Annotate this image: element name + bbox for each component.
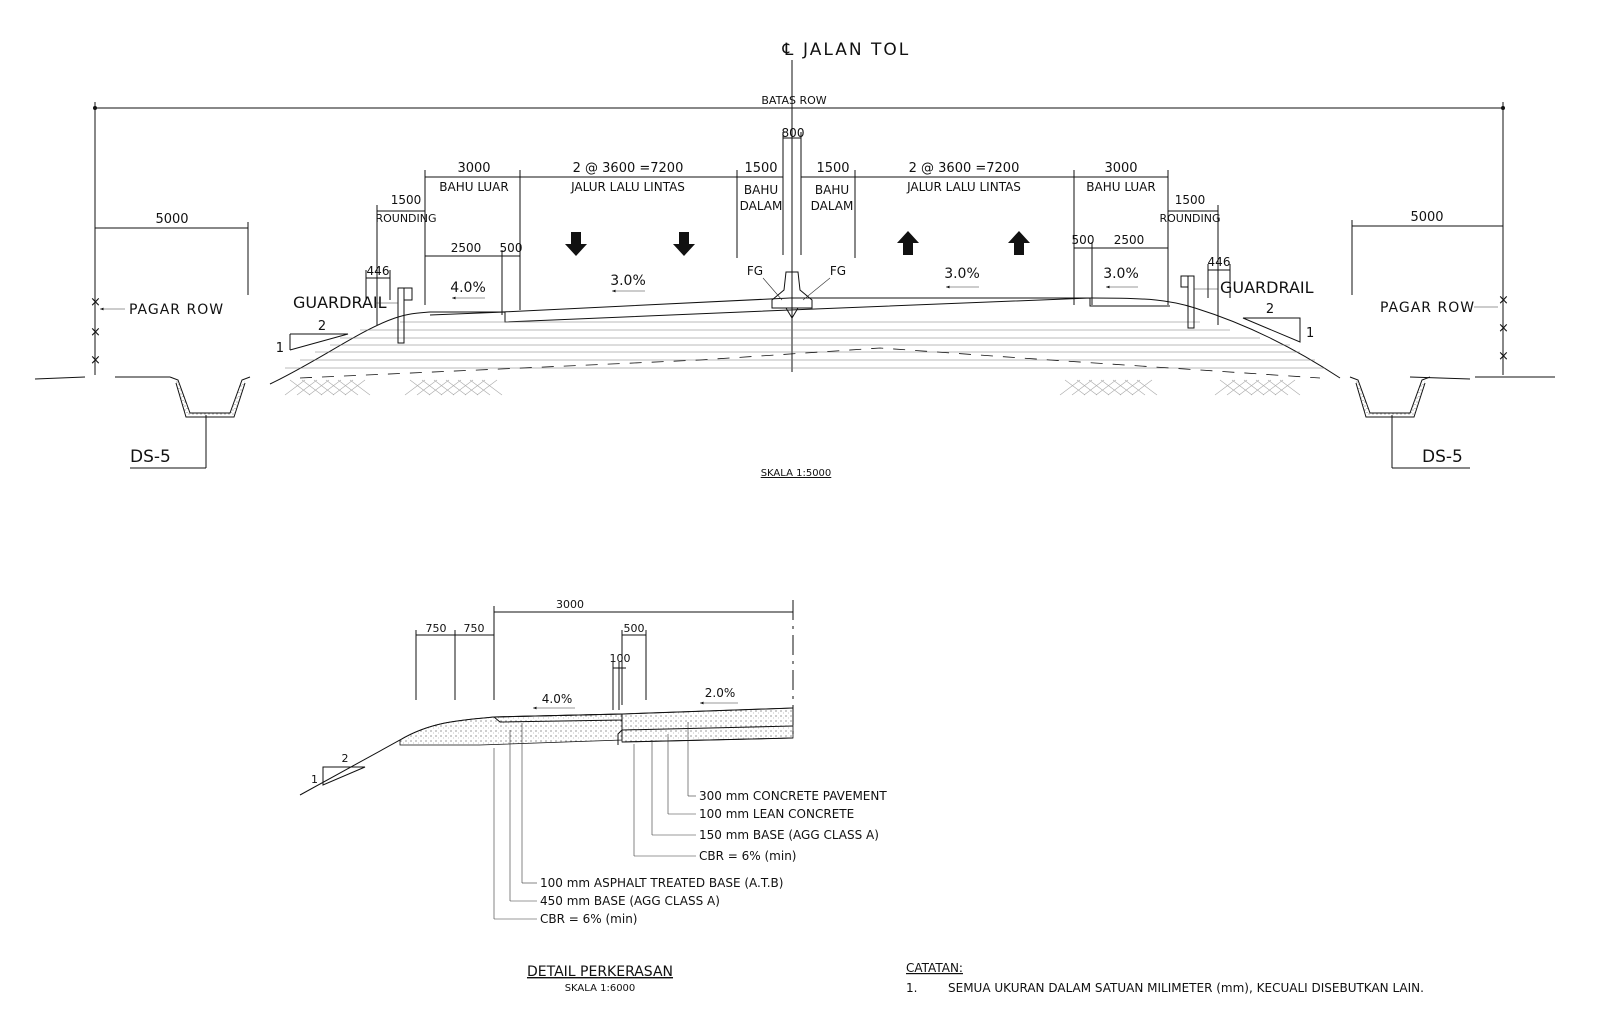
bahu-dalam-right-dim: 1500 [816,161,849,176]
embankment-right-h: 2 [1266,302,1274,317]
fg-label-left: FG [747,264,763,278]
svg-text:×: × [90,325,101,340]
row-dimension: BATAS ROW [93,94,1505,375]
svg-text:×: × [90,295,101,310]
bahu-dalam-left-label-2: DALAM [740,199,783,213]
detail-slope-lane: 2.0% [705,686,736,700]
arrow-up-icon [1008,231,1030,255]
flexible-layer-1: 100 mm ASPHALT TREATED BASE (A.T.B) [540,876,783,890]
rounding-right-dim: 1500 [1175,193,1206,207]
sub-2500-right: 2500 [1114,233,1145,247]
notes-item-number: 1. [906,981,917,995]
rounding-left-label: ROUNDING [375,212,436,225]
detail-dim-100: 100 [610,652,631,665]
slope-right-lane: 3.0% [944,266,980,282]
traffic-arrows [565,231,1030,256]
row-offset-right: 5000 [1410,210,1443,225]
dimension-chain-right: 1500 BAHU DALAM 2 @ 3600 =7200 JALUR LAL… [801,161,1503,325]
row-offset-left: 5000 [155,212,188,227]
detail-scale: SKALA 1:6000 [565,983,636,994]
fence-left: × × × PAGAR ROW [90,295,224,368]
jalur-left-label: JALUR LALU LINTAS [570,180,685,194]
bahu-luar-left-label: BAHU LUAR [439,180,508,194]
arrow-up-icon [897,231,919,255]
sub-500-left: 500 [500,241,523,255]
flexible-layer-2: 450 mm BASE (AGG CLASS A) [540,894,720,908]
guardrail-left-label: GUARDRAIL [293,293,387,312]
slope-annotations: 4.0% 3.0% 3.0% 3.0% [450,266,1139,300]
slope-right-shoulder: 3.0% [1103,266,1139,282]
notes-heading: CATATAN: [906,961,963,975]
pavement-detail: 3000 750 750 500 100 4.0% 2.0% 2 1 [299,598,887,994]
guardrail-offset-right: 446 [1208,255,1231,269]
slope-left-lane: 3.0% [610,273,646,289]
detail-slope-shoulder: 4.0% [542,692,573,706]
embankment-left-v: 1 [276,341,284,356]
median-barrier: FG FG [747,264,846,319]
guardrail-offset-left: 446 [367,264,390,278]
notes-item-text: SEMUA UKURAN DALAM SATUAN MILIMETER (mm)… [948,981,1424,995]
embankment-right-v: 1 [1306,326,1314,341]
guardrail-left: GUARDRAIL [293,287,413,344]
arrow-down-icon [673,232,695,256]
rigid-layer-2: 100 mm LEAN CONCRETE [699,807,854,821]
bahu-luar-left-dim: 3000 [457,161,490,176]
centerline-header: ℄ JALAN TOL [782,40,910,372]
main-scale-label: SKALA 1:5000 [761,468,832,479]
flexible-layer-3: CBR = 6% (min) [540,912,637,926]
drawing-title: JALAN TOL [802,40,910,60]
embankment: 2 1 2 1 [34,297,1555,396]
centerline-symbol: ℄ [782,40,794,60]
row-label: BATAS ROW [761,94,826,107]
detail-slope-v: 1 [311,773,318,786]
notes: CATATAN: 1. SEMUA UKURAN DALAM SATUAN MI… [906,961,1424,995]
bahu-luar-right-dim: 3000 [1104,161,1137,176]
median-width: 800 [782,126,805,140]
detail-dim-3000: 3000 [556,598,584,611]
detail-dim-500: 500 [624,622,645,635]
bahu-dalam-right-label-2: DALAM [811,199,854,213]
drain-right-label: DS-5 [1422,447,1463,467]
bahu-dalam-left-label-1: BAHU [744,183,778,197]
detail-dim-750a: 750 [426,622,447,635]
guardrail-right-label: GUARDRAIL [1220,278,1314,297]
guardrail-right: GUARDRAIL [1180,275,1314,329]
svg-text:×: × [1498,349,1509,364]
detail-dim-750b: 750 [464,622,485,635]
jalur-right-label: JALUR LALU LINTAS [906,180,1021,194]
fence-right-label: PAGAR ROW [1380,300,1475,316]
rigid-layer-4: CBR = 6% (min) [699,849,796,863]
jalur-right-dim: 2 @ 3600 =7200 [909,161,1020,176]
rigid-layer-1: 300 mm CONCRETE PAVEMENT [699,789,887,803]
dimension-chain-left: 3000 BAHU LUAR 2 @ 3600 =7200 JALUR LALU… [95,161,783,325]
bahu-dalam-left-dim: 1500 [744,161,777,176]
rounding-right-label: ROUNDING [1159,212,1220,225]
svg-text:×: × [90,353,101,368]
drain-right: DS-5 [1349,376,1470,469]
fence-left-label: PAGAR ROW [129,302,224,318]
embankment-left-h: 2 [318,319,326,334]
sub-500-right: 500 [1072,233,1095,247]
fg-label-right: FG [830,264,846,278]
svg-text:×: × [1498,321,1509,336]
drain-left: DS-5 [130,376,251,469]
svg-text:×: × [1498,293,1509,308]
sub-2500-left: 2500 [451,241,482,255]
slope-left-shoulder: 4.0% [450,280,486,296]
bahu-dalam-right-label-1: BAHU [815,183,849,197]
arrow-down-icon [565,232,587,256]
detail-slope-h: 2 [342,752,349,765]
jalur-left-dim: 2 @ 3600 =7200 [573,161,684,176]
fence-right: × × × PAGAR ROW [1380,293,1509,364]
detail-title: DETAIL PERKERASAN [527,964,673,980]
bahu-luar-right-label: BAHU LUAR [1086,180,1155,194]
rigid-layer-3: 150 mm BASE (AGG CLASS A) [699,828,879,842]
drain-left-label: DS-5 [130,447,171,467]
median-dimension: 800 [782,126,805,255]
rounding-left-dim: 1500 [391,193,422,207]
